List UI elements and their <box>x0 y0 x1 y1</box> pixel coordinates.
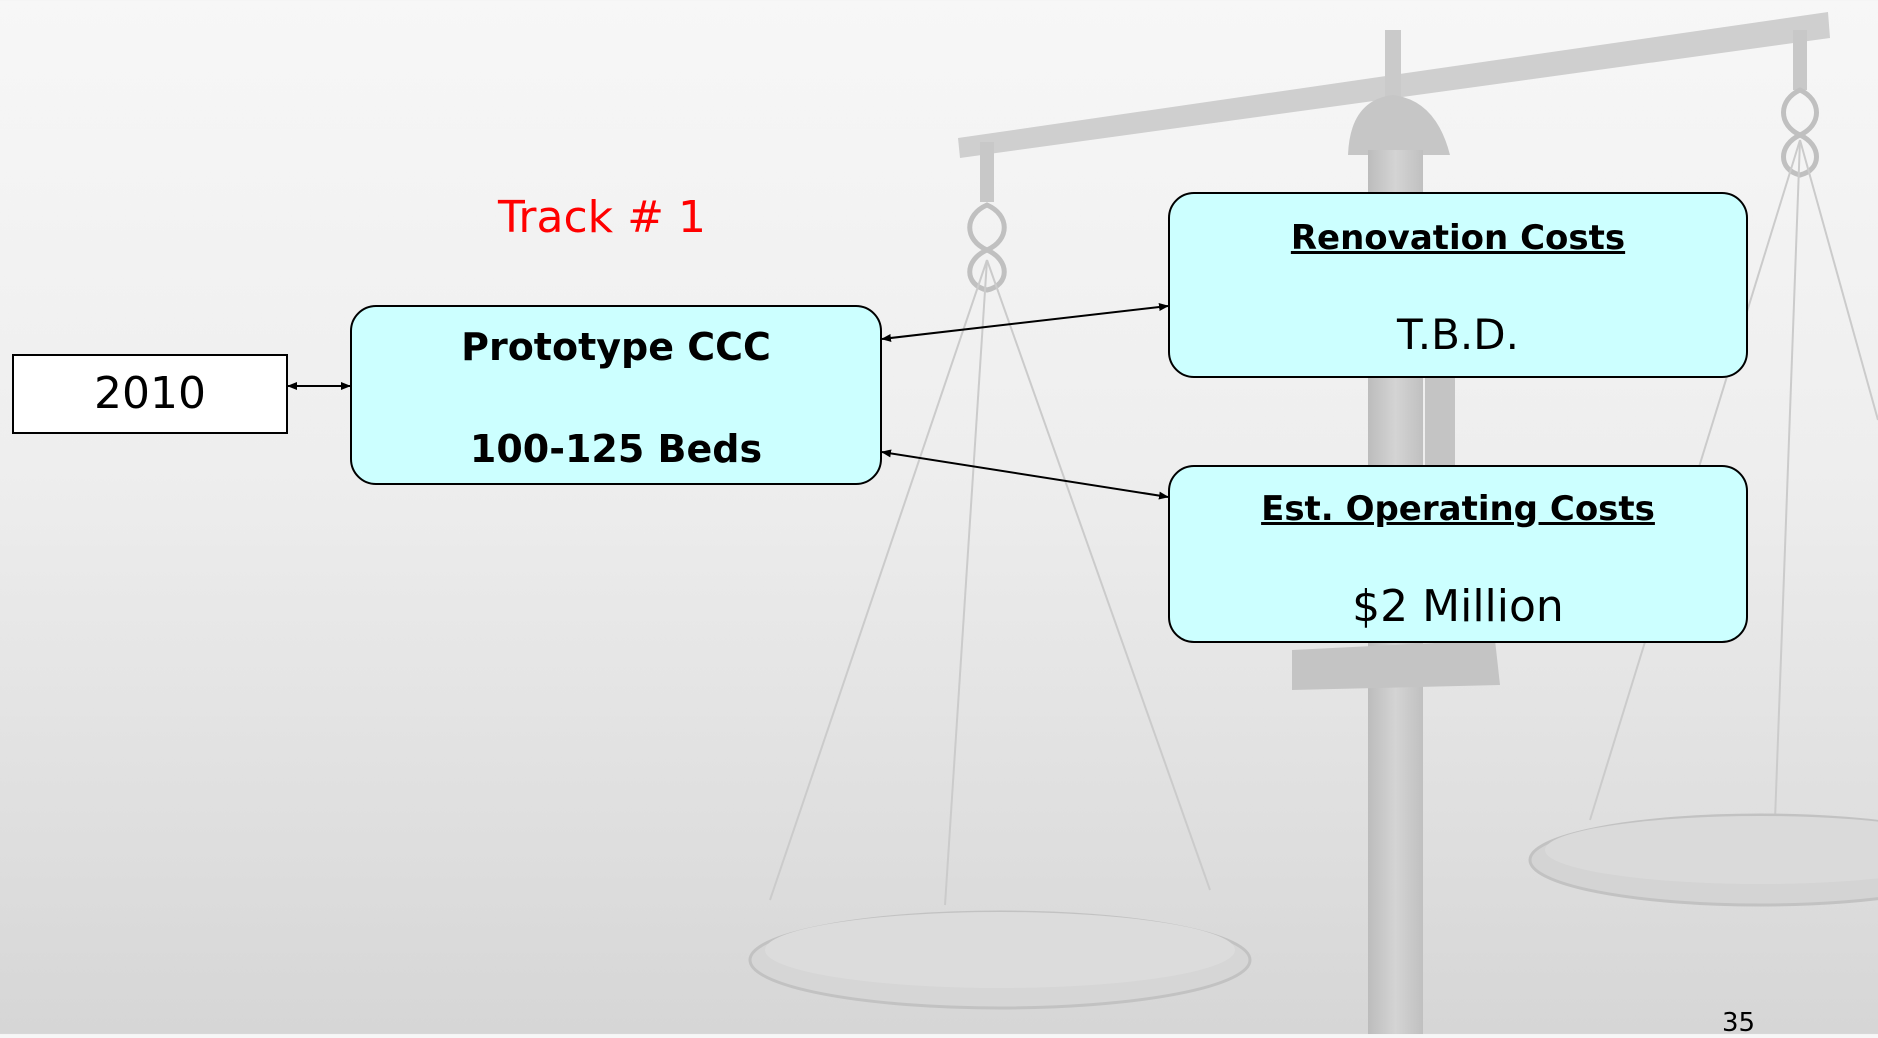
operating-box: Est. Operating Costs $2 Million <box>1168 465 1748 643</box>
operating-heading: Est. Operating Costs <box>1261 489 1655 529</box>
track-label: Track # 1 <box>498 192 706 243</box>
page-number: 35 <box>1722 1008 1756 1038</box>
operating-value: $2 Million <box>1352 581 1564 632</box>
renovation-value: T.B.D. <box>1397 310 1519 359</box>
year-box: 2010 <box>12 354 288 434</box>
renovation-box: Renovation Costs T.B.D. <box>1168 192 1748 378</box>
prototype-title: Prototype CCC <box>461 325 771 369</box>
arrow-prototype-to-renovation <box>881 303 1169 342</box>
renovation-heading: Renovation Costs <box>1290 218 1626 258</box>
prototype-beds: 100-125 Beds <box>469 427 763 471</box>
arrow-prototype-to-operating <box>881 449 1169 500</box>
prototype-box: Prototype CCC 100-125 Beds <box>350 305 882 485</box>
year-box-label: 2010 <box>94 368 206 419</box>
